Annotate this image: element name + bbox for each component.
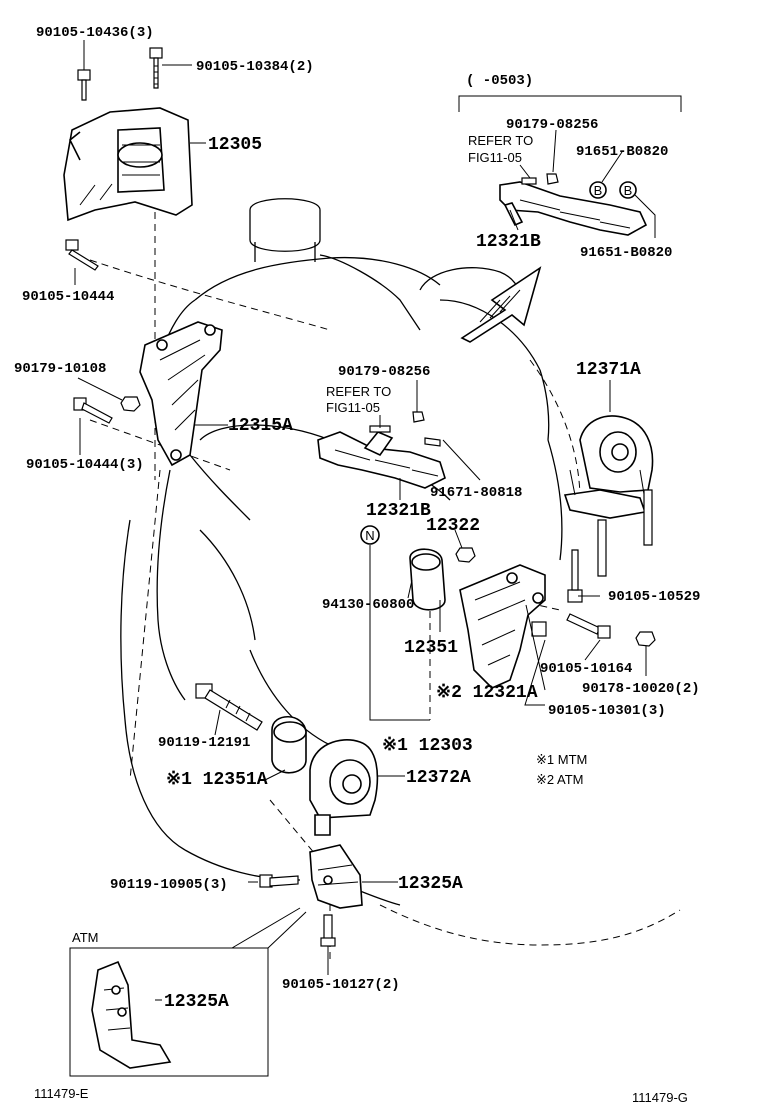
- label-12325A-atm: 12325A: [164, 992, 229, 1012]
- label-12315A: 12315A: [228, 416, 293, 436]
- label-91651-B0820-a: 91651-B0820: [576, 144, 668, 160]
- label-90178-10020: 90178-10020(2): [582, 681, 700, 697]
- direction-arrow: [460, 266, 542, 343]
- bracket-12321A: [459, 564, 546, 689]
- bolt-90105-10529: [567, 549, 583, 603]
- label-90105-10384: 90105-10384(2): [196, 59, 314, 75]
- label-90105-10444-top: 90105-10444: [22, 289, 114, 305]
- label-90105-10529: 90105-10529: [608, 589, 700, 605]
- label-12305: 12305: [208, 135, 262, 155]
- inset-bracket-group: [458, 95, 682, 236]
- bolt-90119-12191: [195, 683, 263, 731]
- label-12371A: 12371A: [576, 360, 641, 380]
- label-91651-B0820-b: 91651-B0820: [580, 245, 672, 261]
- bracket-12315A: [139, 321, 223, 467]
- label-12321A: ※2 12321A: [436, 683, 538, 703]
- label-12322: 12322: [426, 516, 480, 536]
- label-90119-10905: 90119-10905(3): [110, 877, 228, 893]
- svg-text:N: N: [365, 528, 374, 543]
- nut-90178-10020: [635, 631, 656, 647]
- label-94130-60800: 94130-60800: [322, 597, 414, 613]
- bolt-90105-10444-mid: [73, 397, 113, 424]
- circle-b-2: B: [619, 181, 637, 199]
- cushion-12351: [409, 548, 446, 611]
- part-labels: 90105-10436(3) 90105-10384(2) 12305 9010…: [14, 25, 700, 1105]
- circle-b-1: B: [589, 181, 607, 199]
- label-refer-1: REFER TO: [326, 384, 391, 399]
- label-12303: ※1 12303: [382, 736, 473, 756]
- engine-mount-12372A: [309, 739, 379, 836]
- bracket-12325A: [309, 844, 363, 909]
- label-91671-80818: 91671-80818: [430, 485, 522, 501]
- cushion-12351A: [271, 716, 307, 774]
- label-refer-2: FIG11-05: [326, 400, 380, 415]
- label-12351: 12351: [404, 638, 458, 658]
- label-refer-inset-1: REFER TO: [468, 133, 533, 148]
- label-90105-10444-mid: 90105-10444(3): [26, 457, 144, 473]
- bolt-90105-10444-top: [65, 239, 99, 271]
- bolt-90105-10127: [320, 914, 336, 947]
- label-note-atm: ※2 ATM: [536, 772, 584, 787]
- nut-12322: [455, 547, 476, 563]
- bolt-90105-10301: [531, 621, 547, 637]
- svg-text:B: B: [594, 183, 603, 198]
- bolt-90119-10905: [259, 874, 299, 888]
- atm-inset-box: [69, 907, 307, 1077]
- circle-n: N: [360, 525, 380, 545]
- label-90179-08256: 90179-08256: [338, 364, 430, 380]
- engine-outline: [120, 198, 681, 946]
- svg-text:B: B: [624, 183, 633, 198]
- label-refer-inset-2: FIG11-05: [468, 150, 522, 165]
- label-90105-10301: 90105-10301(3): [548, 703, 666, 719]
- label-12351A: ※1 12351A: [166, 770, 268, 790]
- leader-lines: [74, 40, 656, 1001]
- bracket-12321B: [317, 411, 446, 489]
- label-90179-10108: 90179-10108: [14, 361, 106, 377]
- nut-90179-10108: [120, 396, 141, 412]
- label-inset-range: ( -0503): [466, 73, 533, 89]
- bolt-90105-10384: [149, 47, 163, 89]
- label-12321B-inset: 12321B: [476, 232, 541, 252]
- label-90105-10164: 90105-10164: [540, 661, 632, 677]
- label-90105-10436: 90105-10436(3): [36, 25, 154, 41]
- label-atm-box: ATM: [72, 930, 98, 945]
- bolt-90105-10436: [77, 69, 91, 101]
- ref-number-right: 111479-G: [632, 1090, 688, 1105]
- label-note-mtm: ※1 MTM: [536, 752, 587, 767]
- engine-mount-12305: [63, 107, 193, 222]
- label-90105-10127: 90105-10127(2): [282, 977, 400, 993]
- label-12325A: 12325A: [398, 874, 463, 894]
- bolt-90105-10164: [566, 613, 611, 639]
- engine-mount-12371A: [563, 415, 654, 577]
- label-90119-12191: 90119-12191: [158, 735, 250, 751]
- label-12372A: 12372A: [406, 768, 471, 788]
- label-90179-08256-inset: 90179-08256: [506, 117, 598, 133]
- ref-number-left: 111479-E: [34, 1086, 89, 1101]
- label-12321B: 12321B: [366, 501, 431, 521]
